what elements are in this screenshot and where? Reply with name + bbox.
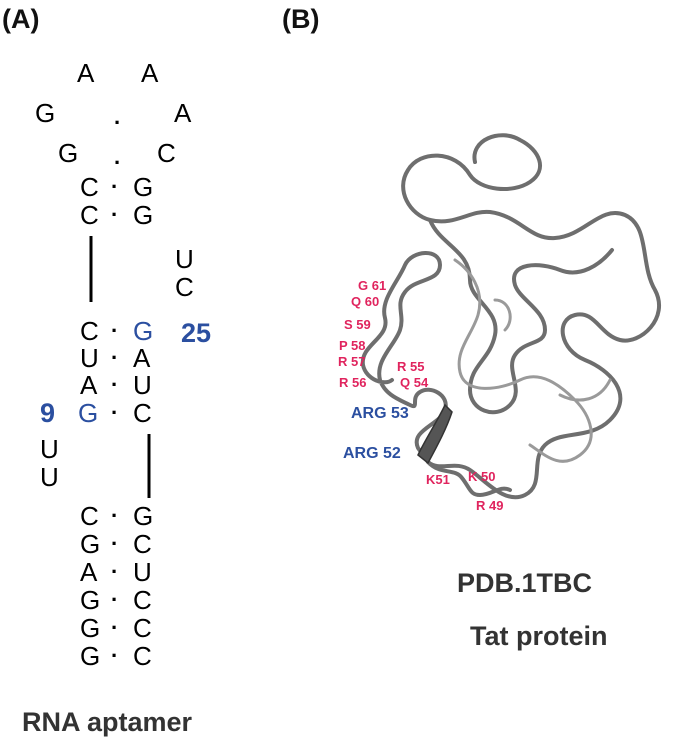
residue-arg52: ARG 52 <box>343 445 401 462</box>
number-9: 9 <box>40 398 55 428</box>
base-low-4-left: G <box>80 613 100 643</box>
rna-aptamer: A A G . A G . C C · G C · G U C C · G 25… <box>22 58 211 737</box>
base-loop-low-right: C <box>157 138 176 168</box>
base-upper-1-left: C <box>80 200 99 230</box>
residue-r56: R 56 <box>339 375 366 390</box>
base-mid-1-right: A <box>133 343 151 373</box>
base-loop-mid-right: A <box>174 98 192 128</box>
residue-r55: R 55 <box>397 359 424 374</box>
pair-low-4: · <box>111 615 118 640</box>
base-low-0-left: C <box>80 501 99 531</box>
residue-k51: K51 <box>426 472 450 487</box>
base-low-5-left: G <box>80 641 100 671</box>
protein-subtitle: Tat protein <box>470 621 608 651</box>
pair-low-2: · <box>111 559 118 584</box>
residue-s59: S 59 <box>344 317 371 332</box>
protein-backbone-back <box>453 258 612 463</box>
base-loop-low-left: G <box>58 138 78 168</box>
tat-protein-structure: G 61 Q 60 S 59 P 58 R 57 R 56 R 55 Q 54 … <box>338 133 662 651</box>
base-bulge-left-0: U <box>40 434 59 464</box>
pair-low-0: · <box>111 503 118 528</box>
aptamer-caption: RNA aptamer <box>22 707 193 737</box>
base-upper-1-right: G <box>133 200 153 230</box>
pair-mid-1: · <box>111 345 118 370</box>
pair-mid-3: · <box>111 400 118 425</box>
residue-r49: R 49 <box>476 498 503 513</box>
pair-low-1: · <box>111 531 118 556</box>
base-low-2-left: A <box>80 557 98 587</box>
number-25: 25 <box>181 318 211 348</box>
base-upper-0-left: C <box>80 172 99 202</box>
pair-upper-0: · <box>111 174 118 199</box>
lower-stem: C · G G · C A · U G · C G · C G · C <box>80 501 153 671</box>
base-low-1-left: G <box>80 529 100 559</box>
pair-mid-0: · <box>111 318 118 343</box>
pair-upper-1: · <box>111 202 118 227</box>
protein-title: PDB.1TBC <box>457 568 592 598</box>
base-bulge-right-0: U <box>175 244 194 274</box>
base-loop-mid-left: G <box>35 98 55 128</box>
panel-label-a: (A) <box>2 4 39 34</box>
base-mid-2-right: U <box>133 370 152 400</box>
base-loop-top-left: A <box>77 58 95 88</box>
protein-backbone-tail <box>426 460 512 497</box>
residue-r57: R 57 <box>338 354 365 369</box>
residue-q54: Q 54 <box>400 375 429 390</box>
dot-loop-low: . <box>114 144 120 169</box>
base-mid-0-right-highlight: G <box>133 316 153 346</box>
base-low-3-left: G <box>80 585 100 615</box>
base-mid-1-left: U <box>80 343 99 373</box>
base-bulge-left-1: U <box>40 462 59 492</box>
base-mid-0-left: C <box>80 316 99 346</box>
panel-label-b: (B) <box>282 4 319 34</box>
base-low-2-right: U <box>133 557 152 587</box>
residue-g61: G 61 <box>358 278 386 293</box>
dot-loop-mid: . <box>114 104 120 129</box>
base-low-3-right: C <box>133 585 152 615</box>
residue-arg53: ARG 53 <box>351 405 409 422</box>
base-loop-top-right: A <box>141 58 159 88</box>
base-mid-3-left-highlight: G <box>78 398 98 428</box>
pair-low-3: · <box>111 587 118 612</box>
base-low-1-right: C <box>133 529 152 559</box>
helix-segment <box>417 403 453 465</box>
base-low-4-right: C <box>133 613 152 643</box>
base-low-0-right: G <box>133 501 153 531</box>
base-mid-2-left: A <box>80 370 98 400</box>
base-mid-3-right: C <box>133 398 152 428</box>
residue-k50: K 50 <box>468 469 495 484</box>
residue-q60: Q 60 <box>351 294 379 309</box>
base-bulge-right-1: C <box>175 272 194 302</box>
base-upper-0-right: G <box>133 172 153 202</box>
residue-p58: P 58 <box>339 338 366 353</box>
pair-mid-2: · <box>111 372 118 397</box>
pair-low-5: · <box>111 643 118 668</box>
base-low-5-right: C <box>133 641 152 671</box>
